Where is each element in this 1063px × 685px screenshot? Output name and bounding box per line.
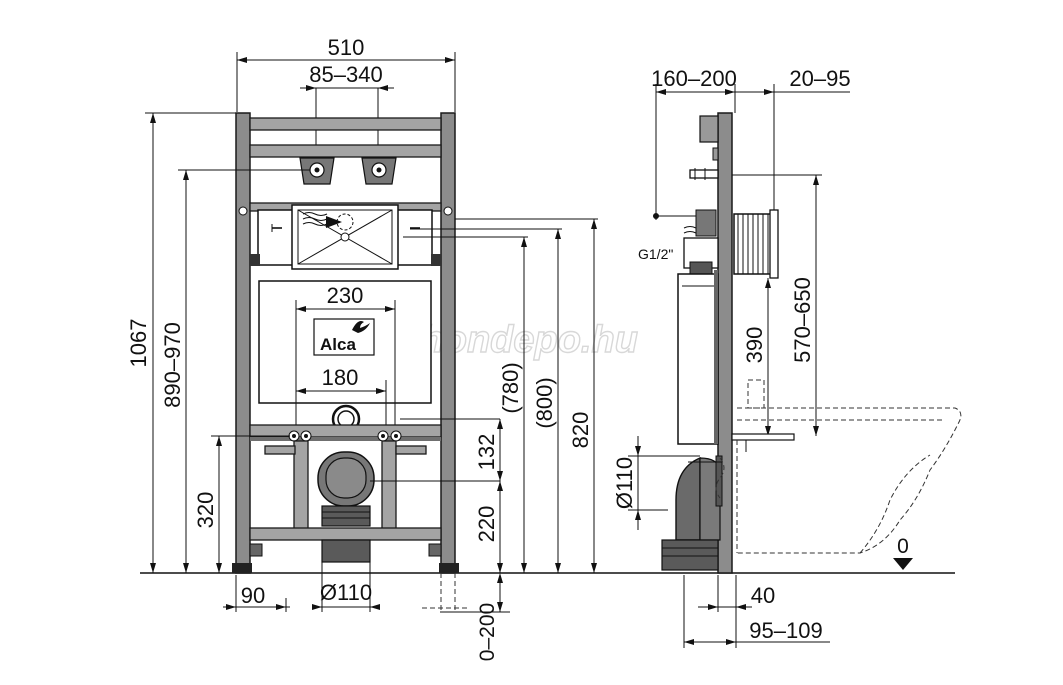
dim-drain-height: 220 [474,506,499,543]
side-drain-pipe [661,539,719,571]
alca-logo-text: Alca [320,335,356,354]
dim-drain-diameter-front: Ø110 [320,580,372,605]
frame-top-rail [249,117,442,131]
water-connection-label: G1/2" [638,246,673,262]
dim-drain-to-outlet: 132 [474,434,499,471]
dim-foot-offset: 90 [241,583,265,608]
dim-height-780: (780) [498,362,523,413]
dim-height-820: 820 [568,412,593,449]
frame-upper-rail [249,144,442,158]
side-flush-housing [733,213,775,275]
dim-top-depth: 160–200 [651,66,737,91]
dim-total-width: 510 [328,35,365,60]
bracket-rail [249,424,442,438]
dim-bracket-distance: 390 [742,327,767,364]
front-view: 510 85–340 [126,35,598,661]
dim-upper-pipe-spacing: 85–340 [309,62,382,87]
dim-drain-diameter-side: Ø110 [612,457,637,509]
dim-inner-spacing-bottom: 180 [322,365,359,390]
side-view: 160–200 20–95 G1/2" 570–650 [612,66,962,648]
floor-level-marker [893,558,913,570]
dim-leg-adjust: 0–200 [476,603,499,661]
dim-total-height: 1067 [126,319,151,368]
frame-post-left [235,112,251,574]
frame-post-right [440,112,456,574]
dim-drain-depth: 95–109 [749,618,822,643]
dim-adjustable-height: 890–970 [160,322,185,408]
dim-wall-offset: 40 [751,583,775,608]
floor-level-label: 0 [897,535,909,558]
dim-top-offset: 20–95 [789,66,850,91]
dim-bracket-height: 320 [193,492,218,529]
toilet-bowl-outline [737,407,962,554]
dim-inner-spacing-top: 230 [327,283,364,308]
side-cistern [677,273,719,445]
alca-logo [313,318,375,356]
dim-height-800: (800) [532,377,557,428]
dim-flush-range: 570–650 [790,277,815,363]
